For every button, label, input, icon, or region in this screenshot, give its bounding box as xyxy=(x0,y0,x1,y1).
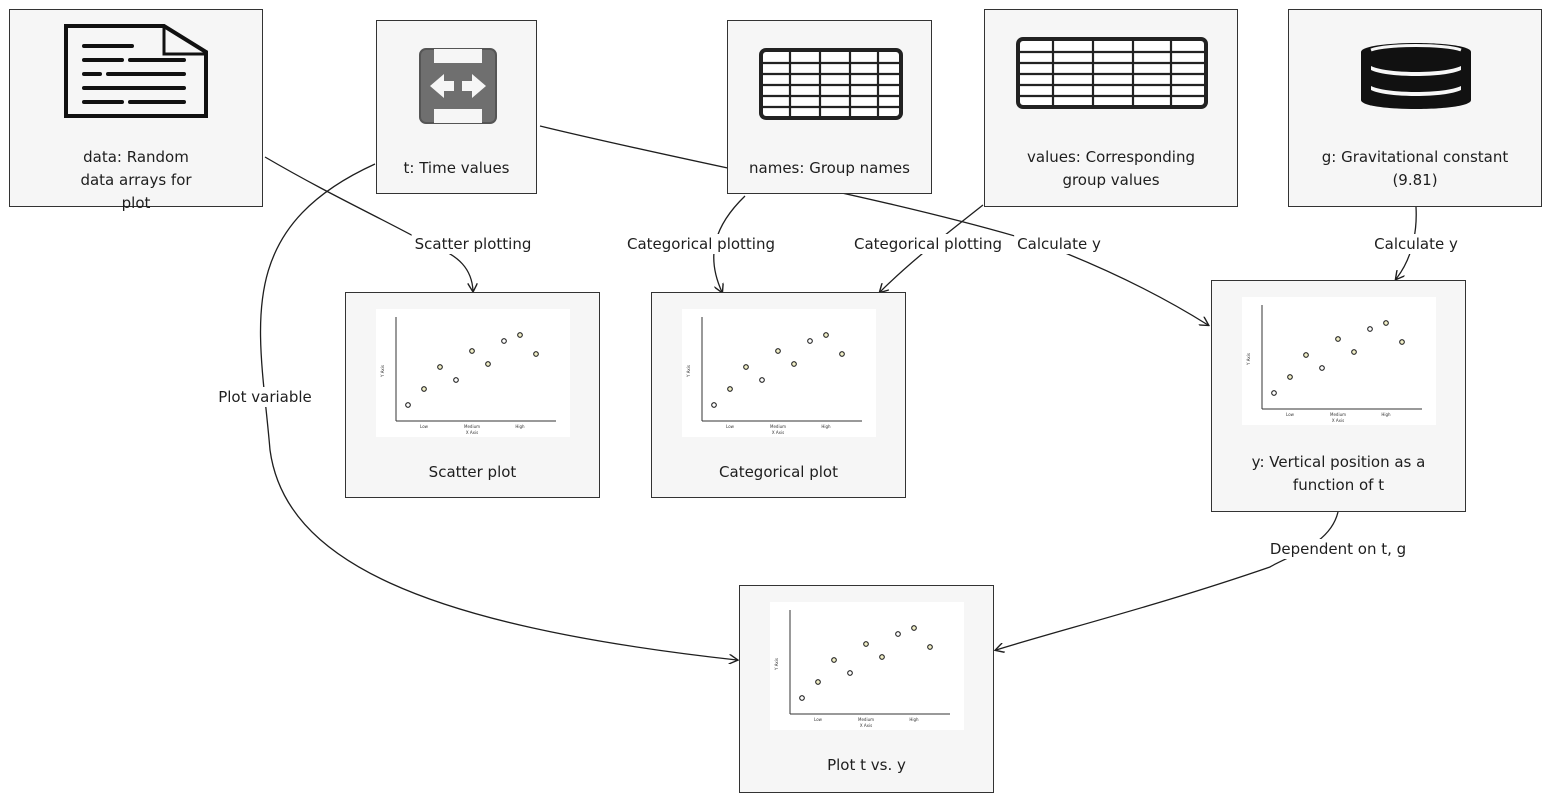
thumbnail-point xyxy=(711,402,717,408)
edge-label-values-categorical: Categorical plotting xyxy=(850,234,1006,254)
thumbnail-point xyxy=(1287,374,1293,380)
thumbnail-point xyxy=(815,679,821,685)
thumbnail-y-axis-label: Y Axis xyxy=(380,365,385,378)
thumbnail-point xyxy=(501,338,507,344)
edge-label-y-plot: Dependent on t, g xyxy=(1266,539,1410,559)
thumbnail-point xyxy=(823,332,829,338)
thumbnail-point xyxy=(517,332,523,338)
thumbnail-x-axis-label: X Axis xyxy=(1332,418,1344,423)
thumbnail-point xyxy=(1271,390,1277,396)
table-icon xyxy=(1016,37,1208,109)
thumbnail-point xyxy=(1335,336,1341,342)
thumbnail-point xyxy=(1303,352,1309,358)
thumbnail-point xyxy=(759,377,765,383)
node-categorical[interactable]: Low Medium High X Axis Y Axis Categorical pl… xyxy=(651,292,906,498)
thumbnail-point xyxy=(879,654,885,660)
thumbnail-tick-label: Medium xyxy=(1330,412,1346,417)
thumbnail-point xyxy=(1367,326,1373,332)
node-values[interactable]: values: Corresponding group values xyxy=(984,9,1238,207)
thumbnail-tick-label: Low xyxy=(1286,412,1295,417)
node-label: data: Random data arrays for plot xyxy=(80,148,192,212)
thumbnail-point xyxy=(831,657,837,663)
node-label: values: Corresponding group values xyxy=(1027,148,1195,189)
thumbnail-point xyxy=(743,364,749,370)
thumbnail-point xyxy=(1399,339,1405,345)
node-label: Plot t vs. y xyxy=(827,756,906,774)
edge-label-t-plot: Plot variable xyxy=(215,387,315,407)
thumbnail-point xyxy=(1319,365,1325,371)
edge-label-g-y: Calculate y xyxy=(1371,234,1461,254)
node-scatter[interactable]: Low Medium High X Axis Y Axis Scatter plot xyxy=(345,292,600,498)
node-label: Scatter plot xyxy=(428,463,517,481)
thumbnail-point xyxy=(799,695,805,701)
thumbnail-point xyxy=(405,402,411,408)
thumbnail-point xyxy=(1351,349,1357,355)
table-icon xyxy=(759,48,903,120)
node-label: Categorical plot xyxy=(719,463,838,481)
thumbnail-x-axis-label: X Axis xyxy=(860,723,872,728)
node-t[interactable]: t: Time values xyxy=(376,20,537,194)
scatter-chart-icon: Low Medium High X Axis Y Axis xyxy=(682,309,876,437)
edge-label-names-categorical: Categorical plotting xyxy=(623,234,779,254)
thumbnail-tick-label: Low xyxy=(726,424,735,429)
thumbnail-y-axis-label: Y Axis xyxy=(686,365,691,378)
thumbnail-point xyxy=(791,361,797,367)
thumbnail-point xyxy=(895,631,901,637)
node-names[interactable]: names: Group names xyxy=(727,20,932,194)
thumbnail-point xyxy=(863,641,869,647)
thumbnail-tick-label: Medium xyxy=(770,424,786,429)
arrows-icon xyxy=(419,48,497,124)
node-label: names: Group names xyxy=(749,159,910,177)
edge-t-y xyxy=(539,125,1208,325)
thumbnail-point xyxy=(775,348,781,354)
thumbnail-tick-label: High xyxy=(1381,412,1391,417)
thumbnail-tick-label: Low xyxy=(814,717,823,722)
thumbnail-point xyxy=(927,644,933,650)
node-data[interactable]: data: Random data arrays for plot xyxy=(9,9,263,212)
scatter-chart-icon: Low Medium High X Axis Y Axis xyxy=(376,309,570,437)
thumbnail-y-axis-label: Y Axis xyxy=(1246,353,1251,366)
thumbnail-point xyxy=(421,386,427,392)
thumbnail-tick-label: High xyxy=(821,424,831,429)
node-g[interactable]: g: Gravitational constant (9.81) xyxy=(1288,9,1542,207)
thumbnail-tick-label: High xyxy=(515,424,525,429)
thumbnail-y-axis-label: Y Axis xyxy=(774,658,779,671)
thumbnail-point xyxy=(807,338,813,344)
thumbnail-tick-label: Medium xyxy=(464,424,480,429)
node-label: y: Vertical position as a function of t xyxy=(1251,453,1426,494)
thumbnail-point xyxy=(847,670,853,676)
edge-label-data-scatter: Scatter plotting xyxy=(411,234,535,254)
thumbnail-x-axis-label: X Axis xyxy=(466,430,478,435)
scatter-chart-icon: Low Medium High X Axis Y Axis xyxy=(770,602,964,730)
node-plot[interactable]: Low Medium High X Axis Y Axis Plot t vs. y xyxy=(739,585,994,793)
node-y[interactable]: Low Medium High X Axis Y Axis y: Vertical po… xyxy=(1211,280,1466,512)
thumbnail-x-axis-label: X Axis xyxy=(772,430,784,435)
thumbnail-point xyxy=(453,377,459,383)
thumbnail-point xyxy=(469,348,475,354)
thumbnail-point xyxy=(485,361,491,367)
thumbnail-tick-label: Low xyxy=(420,424,429,429)
edge-label-t-y: Calculate y xyxy=(1014,234,1104,254)
thumbnail-point xyxy=(533,351,539,357)
edge-t-plot xyxy=(259,163,737,660)
thumbnail-point xyxy=(727,386,733,392)
document-icon xyxy=(64,24,208,118)
thumbnail-point xyxy=(437,364,443,370)
database-icon xyxy=(1361,43,1471,109)
thumbnail-point xyxy=(839,351,845,357)
thumbnail-point xyxy=(1383,320,1389,326)
edge-y-plot xyxy=(996,511,1339,650)
thumbnail-tick-label: High xyxy=(909,717,919,722)
node-label: g: Gravitational constant (9.81) xyxy=(1321,148,1509,189)
thumbnail-tick-label: Medium xyxy=(858,717,874,722)
scatter-chart-icon: Low Medium High X Axis Y Axis xyxy=(1242,297,1436,425)
node-label: t: Time values xyxy=(403,159,510,177)
thumbnail-point xyxy=(911,625,917,631)
